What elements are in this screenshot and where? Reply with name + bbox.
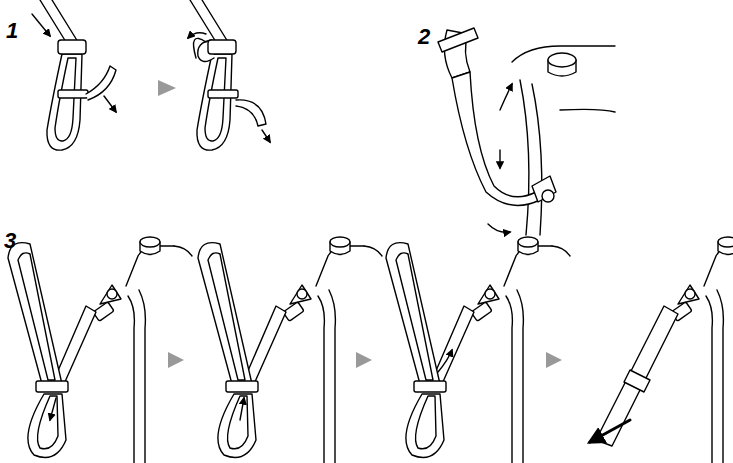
label-slot: 3 (4, 230, 16, 252)
buckle (58, 40, 86, 54)
step-number: 2 (418, 26, 430, 48)
strap (452, 72, 540, 205)
label-slot: 1 (6, 20, 18, 42)
step3-panel (8, 237, 192, 463)
buckle (532, 176, 556, 202)
step-number: 3 (4, 230, 16, 252)
step-number: 1 (6, 20, 18, 42)
strap-end (86, 66, 116, 100)
label-slot: 2 (418, 26, 430, 48)
eyelet (542, 190, 554, 202)
strap-loop (47, 54, 88, 150)
step-arrow (158, 80, 176, 96)
strap (40, 0, 78, 42)
strap (596, 306, 678, 446)
